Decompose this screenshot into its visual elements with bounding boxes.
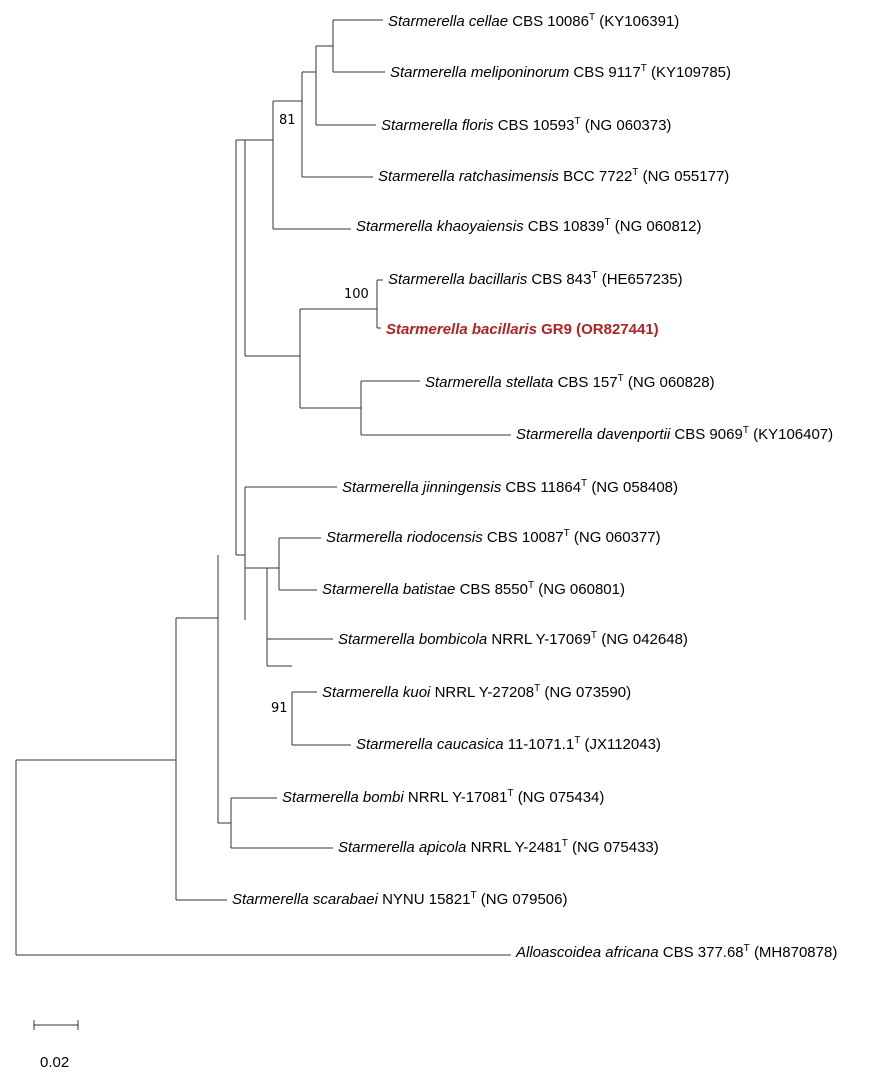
taxon-label: Alloascoidea africana CBS 377.68T (MH870…: [515, 943, 837, 961]
taxon-label: Starmerella caucasica 11-1071.1T (JX1120…: [356, 735, 661, 753]
taxon-label: Starmerella jinningensis CBS 11864T (NG …: [342, 478, 678, 496]
scale-bar-label: 0.02: [40, 1054, 69, 1071]
scale-bar: [33, 1020, 79, 1030]
taxon-label: Starmerella ratchasimensis BCC 7722T (NG…: [378, 167, 729, 185]
taxon-label: Starmerella scarabaei NYNU 15821T (NG 07…: [232, 890, 567, 908]
taxon-label: Starmerella apicola NRRL Y-2481T (NG 075…: [338, 838, 659, 856]
bootstrap-value: 100: [344, 287, 369, 302]
taxon-label: Starmerella cellae CBS 10086T (KY106391): [388, 12, 679, 30]
taxon-label: Starmerella bombi NRRL Y-17081T (NG 0754…: [282, 788, 604, 806]
taxon-label: Starmerella floris CBS 10593T (NG 060373…: [381, 116, 671, 134]
taxon-label: Starmerella bombicola NRRL Y-17069T (NG …: [338, 630, 688, 648]
taxon-label: Starmerella bacillaris CBS 843T (HE65723…: [388, 270, 683, 288]
bootstrap-value: 91: [271, 701, 288, 716]
taxon-label: Starmerella meliponinorum CBS 9117T (KY1…: [390, 63, 731, 81]
bootstrap-value: 81: [279, 113, 296, 128]
taxon-label: Starmerella batistae CBS 8550T (NG 06080…: [322, 580, 625, 598]
taxon-label: Starmerella davenportii CBS 9069T (KY106…: [516, 425, 833, 443]
taxon-label: Starmerella kuoi NRRL Y-27208T (NG 07359…: [322, 683, 631, 701]
highlighted-taxon-label: Starmerella bacillaris GR9 (OR827441): [386, 321, 659, 338]
tree-branches: [15, 19, 511, 956]
taxon-label: Starmerella riodocensis CBS 10087T (NG 0…: [326, 528, 661, 546]
taxon-label: Starmerella khaoyaiensis CBS 10839T (NG …: [356, 217, 701, 235]
taxon-label: Starmerella stellata CBS 157T (NG 060828…: [425, 373, 715, 391]
